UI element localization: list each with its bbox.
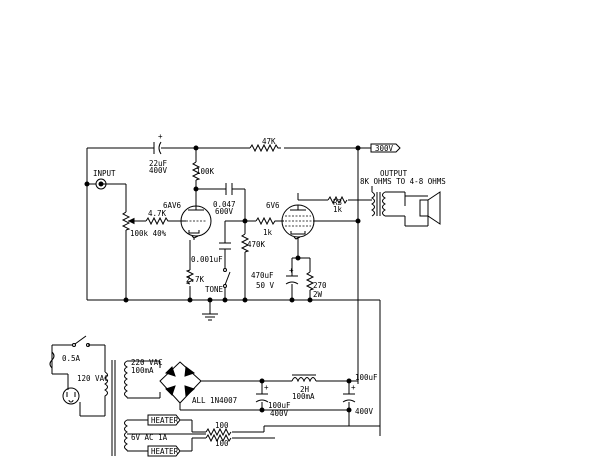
heater-resistor-2-value: 100	[215, 439, 229, 448]
filter-cap2-voltage: 400V	[355, 407, 374, 416]
grid-leak-value: 470K	[247, 240, 266, 249]
input-cap-voltage: 400V	[149, 166, 168, 175]
grid-resistor-4k7-value: 4.7K	[148, 209, 167, 218]
coupling-cap-value: 0.047	[213, 200, 236, 209]
cathode-capacitor: +	[285, 266, 299, 285]
speaker-icon	[405, 191, 441, 227]
heater-top-label: HEATER	[151, 416, 179, 425]
filter-cap1-value: 100uF	[268, 401, 291, 410]
diode-part: ALL 1N4007	[192, 396, 237, 405]
output-tube-label: 6V6	[266, 201, 280, 210]
grid-stopper-resistor	[255, 216, 278, 226]
power-junction-dots	[259, 378, 352, 413]
heater-resistor-1-value: 100	[215, 421, 229, 430]
heater-tag-bottom	[147, 445, 181, 457]
svg-text:+: +	[158, 132, 163, 141]
pot-value: 100k 40%	[130, 229, 167, 238]
output-transformer	[371, 186, 406, 226]
svg-text:+: +	[351, 383, 356, 392]
power-switch	[72, 335, 90, 347]
grid-resistor-4k7	[145, 216, 170, 226]
choke-current: 100mA	[292, 392, 315, 401]
bridge-rectifier	[159, 361, 202, 404]
filter-cap2-value: 100uF	[355, 373, 378, 382]
cathode-resistor-out	[305, 271, 315, 291]
output-tube	[281, 204, 315, 240]
amplifier-wiring	[86, 147, 381, 436]
b-plus-voltage: 300V	[375, 144, 394, 153]
preamp-tube-label: 6AV6	[163, 201, 182, 210]
cathode-cap-voltage: 50 V	[256, 281, 275, 290]
output-title: OUTPUT	[380, 169, 408, 178]
input-capacitor: +	[153, 132, 163, 155]
input-cap-value: 22uF	[149, 159, 168, 168]
heater-voltage: 6V AC 1A	[131, 433, 168, 442]
r3-name: R3	[333, 198, 342, 207]
input-jack	[87, 178, 107, 190]
svg-text:+: +	[264, 383, 269, 392]
tone-label: TONE	[205, 285, 224, 294]
secondary-current: 100mA	[131, 366, 154, 375]
cathode-resistor-out-value: 270	[313, 281, 327, 290]
grid-leak-resistor	[240, 233, 250, 253]
heater-bottom-label: HEATER	[151, 447, 179, 456]
output-ratio: 8K OHMS TO 4-8 OHMS	[360, 177, 446, 186]
cathode-cap-value: 470uF	[251, 271, 274, 280]
svg-text:+: +	[289, 266, 294, 275]
plate-resistor-100k-value: 100K	[196, 167, 215, 176]
heater-resistor-1	[205, 427, 232, 437]
feedback-resistor	[249, 143, 281, 153]
volume-pot	[121, 211, 135, 231]
feedback-resistor-value: 47K	[262, 137, 276, 146]
tone-capacitor	[219, 242, 231, 250]
junction-dots	[84, 145, 361, 303]
b-plus-tag	[370, 143, 401, 153]
coupling-cap-voltage: 600V	[215, 207, 234, 216]
grid-stopper-value: 1k	[263, 228, 273, 237]
fuse	[49, 351, 55, 369]
plate-resistor-100k	[191, 161, 201, 181]
cathode-resistor-pre-value: 2.7K	[186, 275, 205, 284]
mains-plug-icon	[62, 387, 80, 405]
fuse-rating: 0.5A	[62, 354, 81, 363]
heater-tag-top	[147, 414, 181, 426]
cathode-resistor-out-power: 2W	[313, 290, 323, 299]
power-supply-wiring	[51, 344, 380, 452]
secondary-voltage: 220 VAC	[131, 358, 163, 367]
coupling-capacitor	[225, 183, 233, 195]
filter-cap1-voltage: 400V	[270, 409, 289, 418]
power-transformer	[104, 360, 128, 456]
input-label: INPUT	[93, 169, 116, 178]
r3-value: 1k	[333, 205, 343, 214]
choke-value: 2H	[300, 385, 310, 394]
choke-inductor	[291, 374, 317, 383]
r3-resistor	[327, 195, 348, 205]
filter-capacitor-2: +	[342, 383, 356, 403]
mains-voltage: 120 VAC	[77, 374, 109, 383]
tone-switch	[223, 268, 231, 288]
tone-cap-value: 0.001uF	[191, 255, 223, 264]
cathode-resistor-pre	[185, 269, 195, 285]
heater-resistor-2	[205, 433, 232, 443]
preamp-tube	[180, 205, 212, 239]
filter-capacitor-1: +	[255, 383, 269, 403]
